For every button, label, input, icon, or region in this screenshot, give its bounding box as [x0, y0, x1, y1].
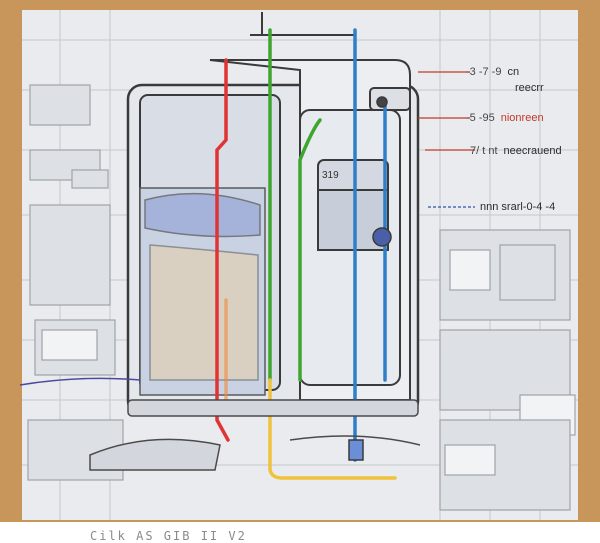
callout-4-code: 7/ t nt: [470, 145, 498, 157]
red-flow-line: [215, 58, 230, 442]
callout-2-label: reecrr: [515, 82, 544, 94]
callout-3-label: nionreen: [500, 112, 544, 124]
background-equipment-left: [27, 84, 124, 481]
water-tank: [139, 187, 266, 396]
callout-3: -5 -95 nionreen: [466, 112, 544, 124]
callout-1-code: -3 -7 -9: [466, 66, 502, 78]
callout-4: 7/ t nt neecrauend: [470, 145, 562, 157]
bottom-caption: Cilk AS GIB II V2: [90, 529, 247, 543]
green-flow-line-lower: [298, 118, 322, 382]
callout-5: nnn srarl-0-4 -4: [480, 201, 555, 213]
callout-leaders: [418, 71, 475, 208]
callout-5-label: nnn srarl-0-4 -4: [480, 201, 556, 213]
callout-1-label: cn: [507, 66, 520, 78]
callout-4-label: neecrauend: [503, 145, 562, 157]
right-compartment: [299, 109, 401, 386]
callout-2: reecrr: [515, 82, 544, 94]
valve-assemblies: [348, 96, 392, 461]
internal-label: 319: [322, 170, 339, 181]
base-pipework: [19, 377, 421, 471]
background-equipment-right: [439, 229, 576, 511]
callout-1: -3 -7 -9 cn: [466, 66, 519, 78]
yellow-flow-line: [268, 378, 397, 480]
callout-3-code: -5 -95: [466, 112, 495, 124]
